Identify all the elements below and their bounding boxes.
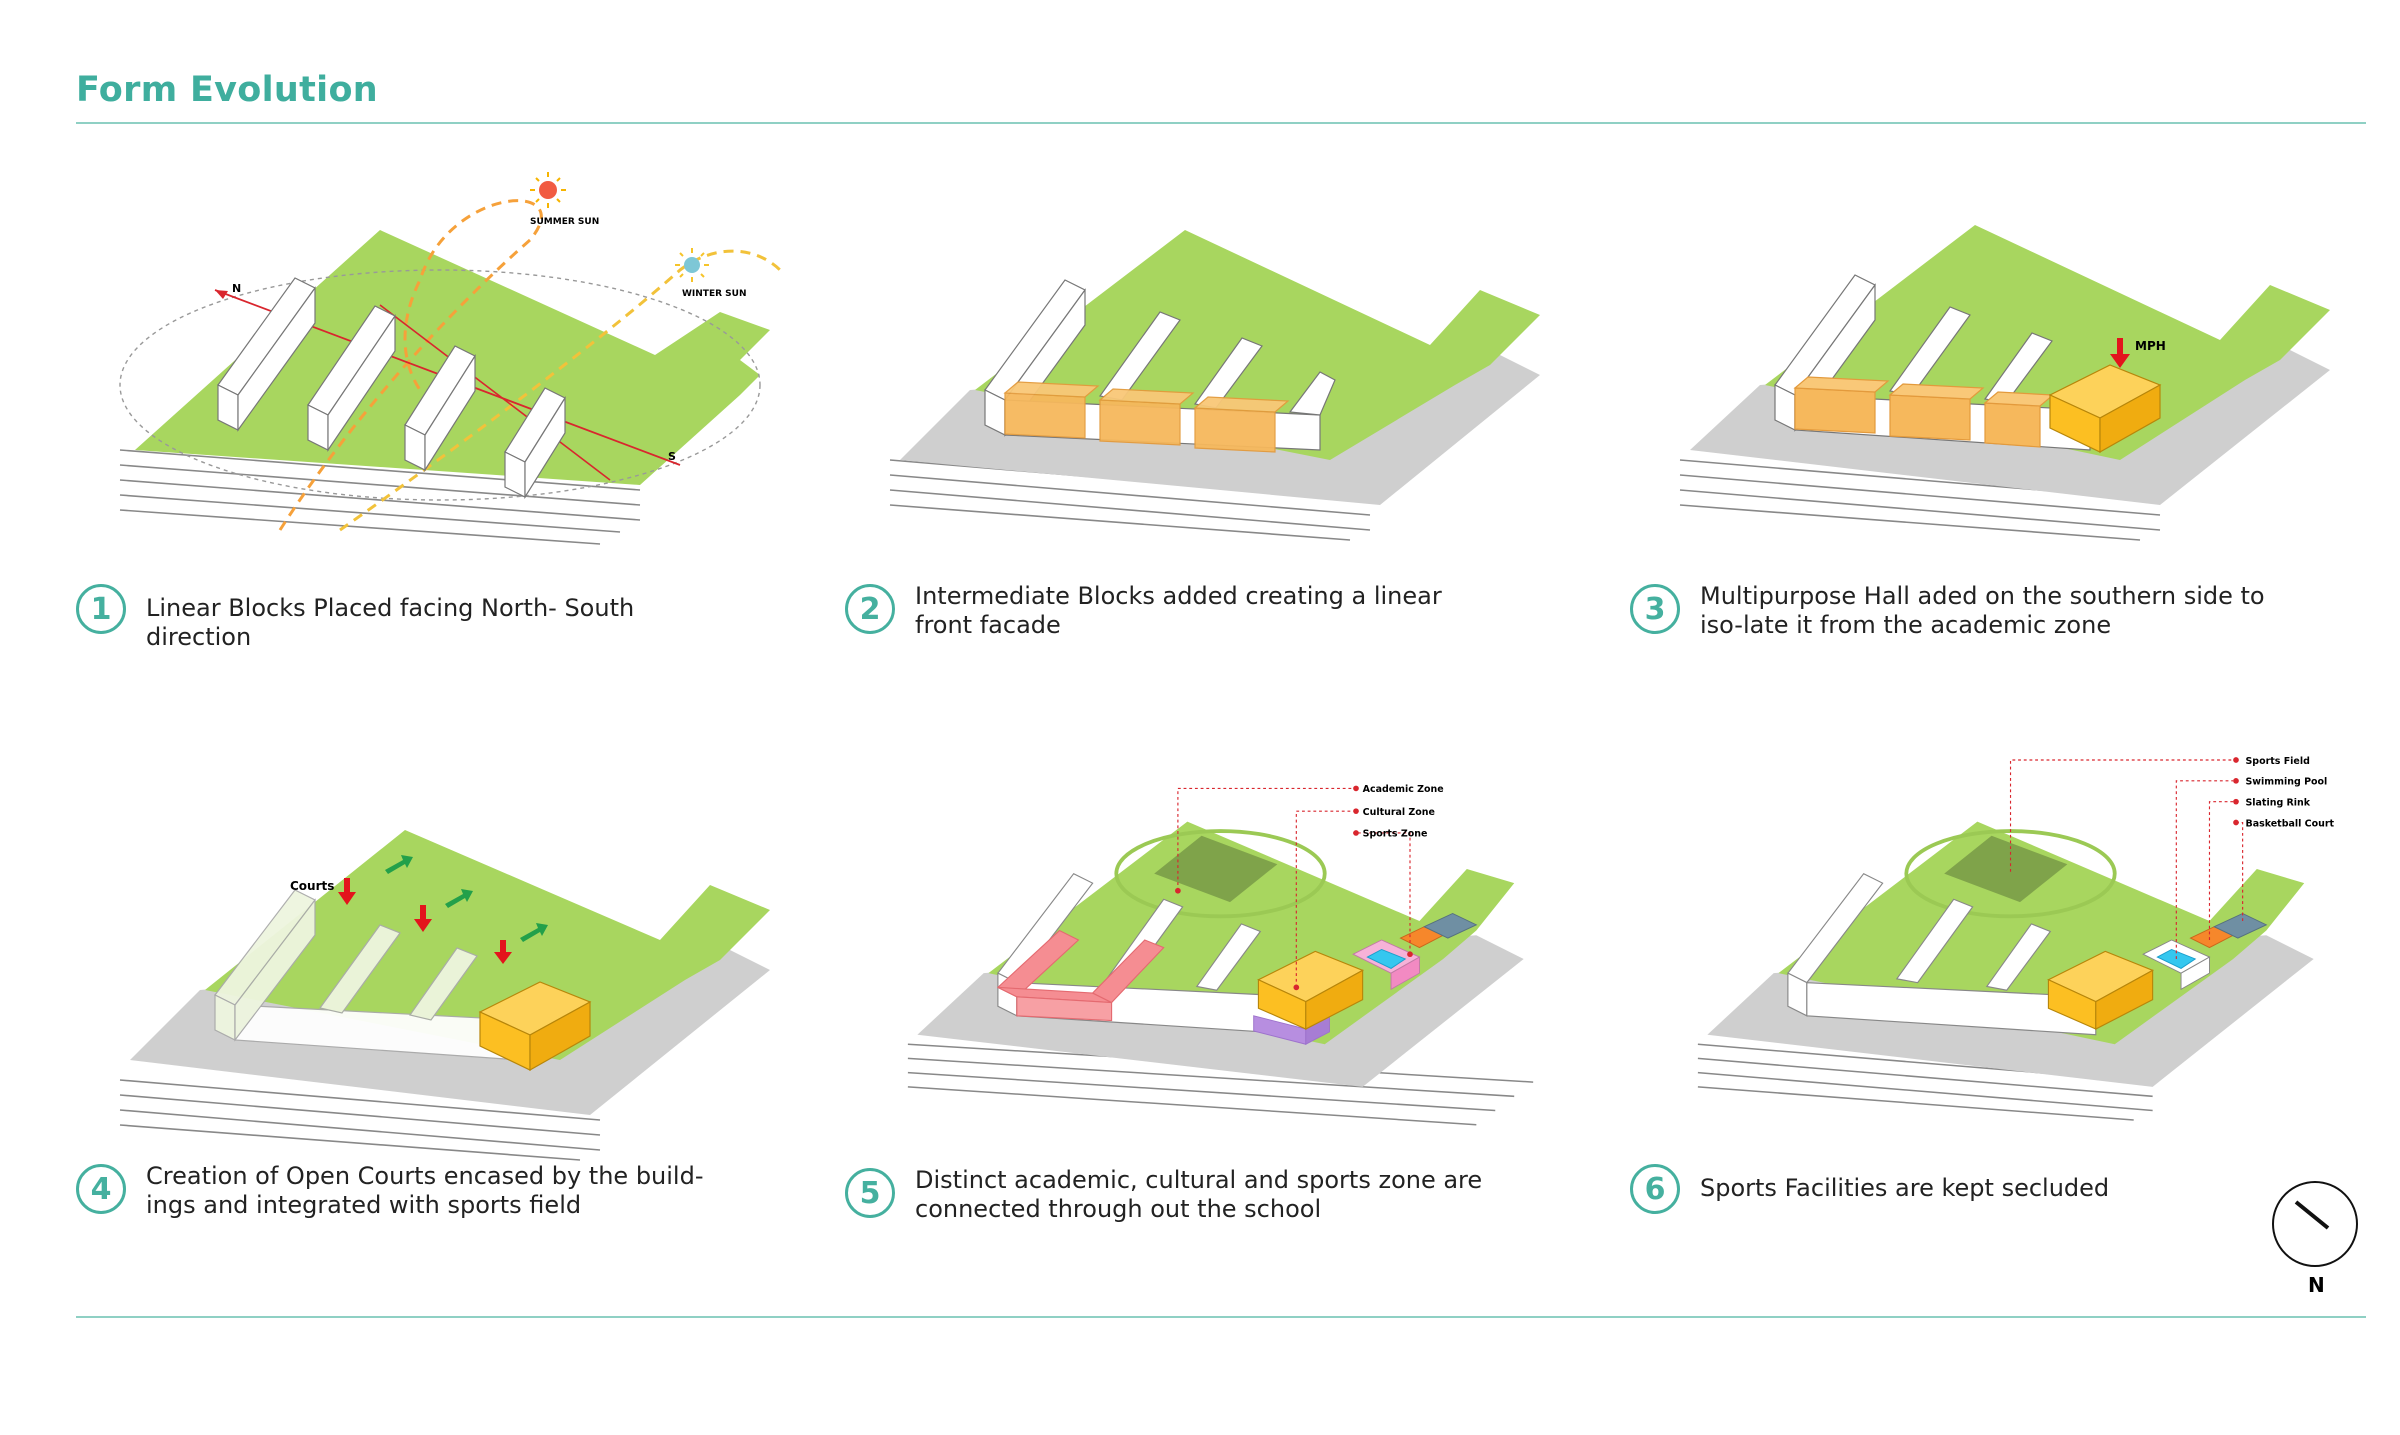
diagram-5-svg: Academic Zone Cultural Zone Sports Zone xyxy=(907,784,1534,1126)
east-west-axis xyxy=(379,304,611,481)
court-down-arrows xyxy=(338,878,512,964)
diagram-4-svg: Courts xyxy=(119,830,770,1161)
caption-5: 5 Distinct academic, cultural and sports… xyxy=(845,1166,1495,1224)
step-number-3: 3 xyxy=(1630,584,1680,634)
green-diagonal-arrows xyxy=(385,855,548,942)
road-lines xyxy=(119,1079,601,1161)
north-label: N xyxy=(232,282,241,295)
page-title: Form Evolution xyxy=(76,70,379,110)
compass-icon: N xyxy=(2272,1181,2358,1297)
swimming-pool-label: Swimming Pool xyxy=(2245,777,2327,788)
sports-field xyxy=(1944,835,2068,903)
diagram-panel-1: N S SUMMER SUN WINTER SUN xyxy=(119,160,800,545)
academic-zone xyxy=(996,929,1165,1022)
step-number-2: 2 xyxy=(845,584,895,634)
summer-sun-label: SUMMER SUN xyxy=(530,217,599,227)
basketball-court-label: Basketball Court xyxy=(2245,818,2334,829)
zone-leader-dots xyxy=(1175,785,1413,991)
intermediate-block-3 xyxy=(1194,407,1276,453)
diagram-panel-3: MPH xyxy=(1679,160,2360,541)
courts-label: Courts xyxy=(290,879,334,893)
caption-1: 1 Linear Blocks Placed facing North- Sou… xyxy=(76,584,716,652)
summer-sun-icon xyxy=(530,172,566,208)
caption-text-3: Multipurpose Hall aded on the southern s… xyxy=(1700,582,2265,639)
caption-text-6: Sports Facilities are kept secluded xyxy=(1700,1174,2110,1202)
multipurpose-hall-block xyxy=(478,981,592,1072)
sports-field-outline xyxy=(1114,829,1327,919)
diagram-panel-4: Courts xyxy=(119,780,800,1161)
block-3 xyxy=(404,345,476,473)
step-number-1: 1 xyxy=(76,584,126,634)
academic-zone-label: Academic Zone xyxy=(1363,784,1444,795)
caption-text-5: Distinct academic, cultural and sports z… xyxy=(915,1166,1483,1223)
multipurpose-hall-block xyxy=(2047,950,2154,1030)
step-number-6: 6 xyxy=(1630,1164,1680,1214)
winter-sun-path xyxy=(339,249,782,532)
step-number-4: 4 xyxy=(76,1164,126,1214)
north-compass: N xyxy=(2270,1180,2360,1300)
road-lines xyxy=(119,449,641,545)
cultural-zone-label: Cultural Zone xyxy=(1363,807,1435,818)
caption-6: 6 Sports Facilities are kept secluded xyxy=(1630,1164,2270,1214)
diagram-1-svg: N S SUMMER SUN WINTER SUN xyxy=(119,172,782,545)
multipurpose-hall-block xyxy=(1257,950,1364,1030)
intermediate-block-1 xyxy=(1004,392,1086,439)
caption-text-2: Intermediate Blocks added creating a lin… xyxy=(915,582,1442,639)
diagram-3-svg: MPH xyxy=(1679,225,2330,541)
basketball-court xyxy=(2213,912,2268,939)
diagram-6-svg: Sports Field Swimming Pool Slating Rink … xyxy=(1697,756,2335,1121)
intermediate-block-2 xyxy=(1099,399,1181,446)
sports-facilities xyxy=(2142,912,2268,991)
north-arrowhead xyxy=(215,290,228,299)
caption-text-4: Creation of Open Courts encased by the b… xyxy=(146,1162,704,1219)
diagram-panel-6: Sports Field Swimming Pool Slating Rink … xyxy=(1680,756,2360,1121)
caption-4: 4 Creation of Open Courts encased by the… xyxy=(76,1162,706,1220)
diagram-2-svg xyxy=(889,230,1540,541)
step-number-5: 5 xyxy=(845,1168,895,1218)
winter-sun-icon xyxy=(675,248,709,282)
south-label: S xyxy=(668,450,676,463)
top-divider xyxy=(76,122,2366,124)
mph-arrow xyxy=(2110,338,2130,368)
winter-sun-label: WINTER SUN xyxy=(682,289,746,299)
sports-zone-label: Sports Zone xyxy=(1363,829,1428,840)
swimming-pool xyxy=(2156,948,2197,969)
bottom-divider xyxy=(76,1316,2366,1318)
caption-3: 3 Multipurpose Hall aded on the southern… xyxy=(1630,582,2300,640)
block-4 xyxy=(504,387,566,500)
caption-text-1: Linear Blocks Placed facing North- South… xyxy=(146,594,635,651)
multipurpose-hall-block xyxy=(2048,364,2162,454)
block-1 xyxy=(217,277,316,432)
block-2 xyxy=(307,305,396,452)
intermediate-blocks xyxy=(1003,381,1290,453)
linear-blocks xyxy=(217,277,566,500)
compass-north-label: N xyxy=(2308,1273,2325,1297)
diagram-panel-5: Academic Zone Cultural Zone Sports Zone xyxy=(890,760,1570,1126)
caption-2: 2 Intermediate Blocks added creating a l… xyxy=(845,582,1445,640)
sports-field-label: Sports Field xyxy=(2245,756,2309,767)
sun-path-ellipse xyxy=(119,269,761,501)
diagram-panel-2 xyxy=(889,160,1570,541)
facility-leader-dots xyxy=(2233,757,2239,826)
skating-rink-label: Slating Rink xyxy=(2245,797,2310,808)
sports-field xyxy=(1154,835,1278,903)
mph-label: MPH xyxy=(2135,339,2166,353)
sports-zone xyxy=(1352,912,1478,991)
building-form xyxy=(1787,872,2097,1036)
